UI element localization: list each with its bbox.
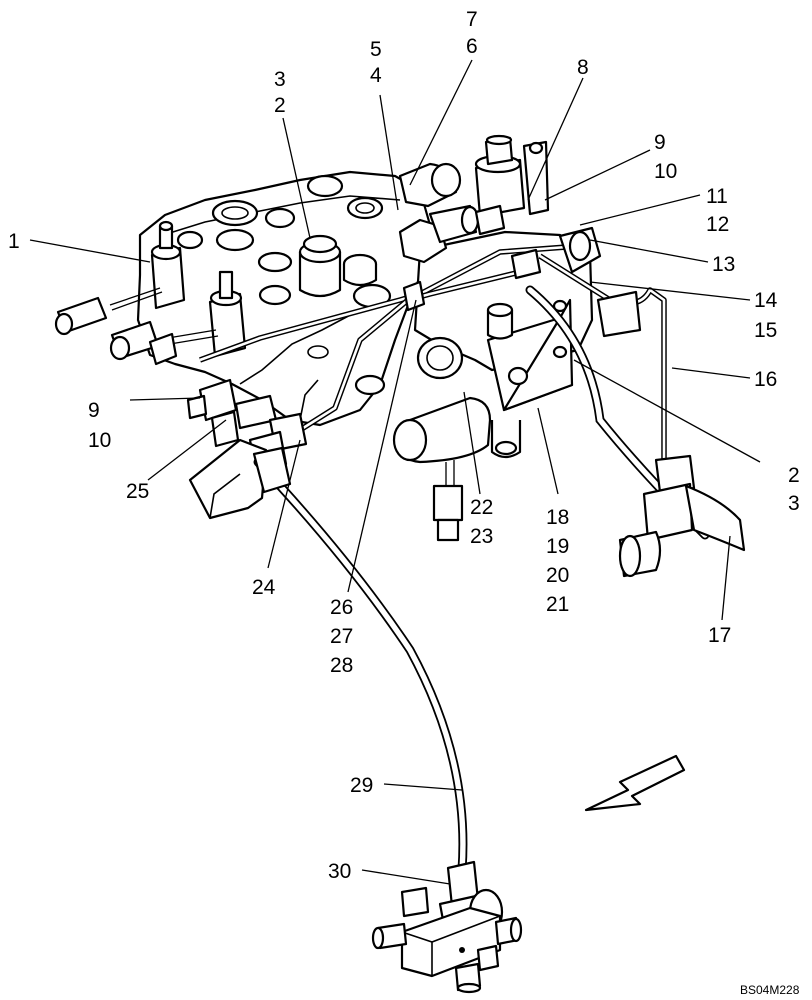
callout-3b: 3 [788, 492, 800, 515]
solenoid-valve-front [392, 396, 492, 542]
drawing-code: BS04M228 [740, 983, 800, 997]
leader-lines [29, 59, 761, 885]
callout-5: 5 [370, 38, 382, 61]
rigid-lines [199, 226, 602, 433]
bottom-tee-block [371, 860, 523, 994]
callout-2a: 2 [274, 94, 286, 117]
control-valve-body [136, 170, 432, 427]
callout-16: 16 [754, 368, 777, 391]
long-hose [252, 446, 468, 875]
callout-7: 7 [466, 8, 478, 31]
callout-9b: 9 [88, 399, 100, 422]
callout-24: 24 [252, 576, 276, 599]
callout-19: 19 [546, 535, 569, 558]
callout-11: 11 [706, 185, 728, 208]
callout-12: 12 [706, 213, 729, 236]
callout-29: 29 [350, 774, 373, 797]
callouts: 1 3 2 5 4 7 6 8 9 10 11 12 13 14 15 16 2… [8, 8, 800, 883]
callout-20: 20 [546, 564, 569, 587]
top-fittings [398, 162, 506, 264]
right-hose-assembly [525, 253, 746, 578]
left-solenoid-assembly [54, 220, 247, 366]
callout-22: 22 [470, 496, 493, 519]
callout-1: 1 [8, 230, 20, 253]
mounting-bracket [188, 438, 268, 520]
callout-9a: 9 [654, 131, 666, 154]
callout-8: 8 [577, 56, 589, 79]
callout-3a: 3 [274, 68, 286, 91]
callout-25: 25 [126, 480, 149, 503]
callout-26: 26 [330, 596, 353, 619]
callout-4: 4 [370, 64, 382, 87]
callout-10b: 10 [88, 429, 111, 452]
callout-13: 13 [712, 253, 735, 276]
callout-15: 15 [754, 319, 777, 342]
front-arrow-icon [584, 754, 686, 812]
top-solenoid [474, 134, 550, 218]
callout-18: 18 [546, 506, 569, 529]
callout-17: 17 [708, 624, 731, 647]
callout-14: 14 [754, 289, 778, 312]
callout-10a: 10 [654, 160, 677, 183]
callout-6: 6 [466, 35, 478, 58]
callout-21: 21 [546, 593, 569, 616]
callout-30: 30 [328, 860, 351, 883]
callout-2b: 2 [788, 464, 800, 487]
callout-28: 28 [330, 654, 353, 677]
callout-23: 23 [470, 525, 493, 548]
callout-27: 27 [330, 625, 353, 648]
manifold-block [413, 230, 594, 459]
